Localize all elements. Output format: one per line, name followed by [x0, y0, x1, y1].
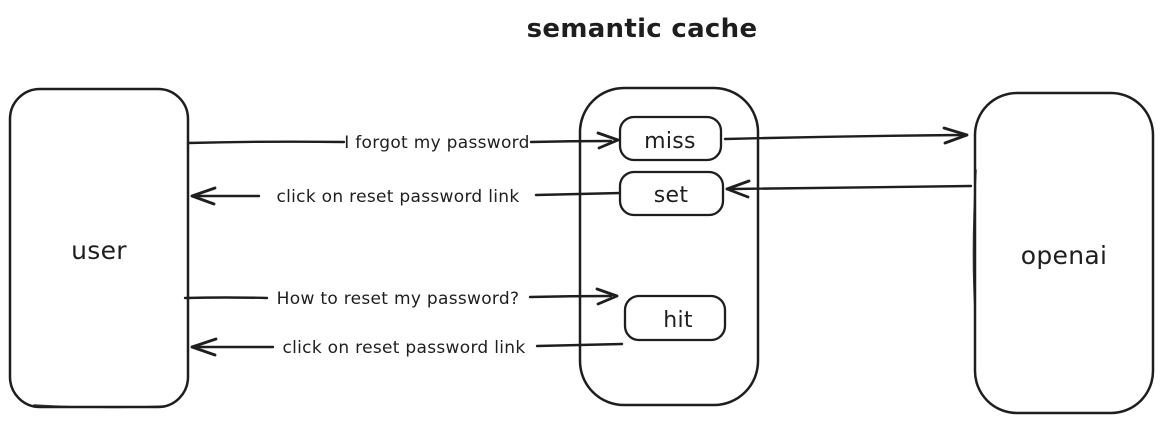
arrow-hit-to-user-line-right [535, 342, 624, 348]
openai-node-sketch-stroke [972, 169, 977, 311]
openai-node-label: openai [1021, 241, 1107, 270]
arrow-user-to-miss-arrowhead [596, 131, 620, 150]
miss-slot-label: miss [644, 129, 696, 154]
hit-slot-box [623, 294, 727, 342]
arrow-user-to-hit-line-left [183, 296, 269, 300]
openai-node: openai [972, 91, 1155, 415]
openai-node-box [973, 91, 1155, 415]
miss-slot-box [618, 115, 723, 162]
set-slot: set [618, 170, 725, 217]
arrow-miss-to-openai-line [723, 133, 964, 141]
arrow-user-to-hit-line-right [528, 294, 613, 299]
hit-slot: hit [623, 294, 727, 342]
message-label-forgot-password: I forgot my password [344, 133, 530, 153]
arrow-openai-to-set-arrowhead [725, 179, 751, 199]
arrow-set-to-user-line-right [534, 191, 623, 197]
arrow-user-to-hit: How to reset my password? [183, 287, 619, 309]
message-label-reset-link-2: click on reset password link [282, 338, 525, 358]
diagram-title: semantic cache [527, 14, 758, 44]
set-slot-label: set [654, 183, 689, 208]
arrow-openai-to-set-line [730, 184, 973, 191]
message-label-reset-link-1: click on reset password link [276, 187, 519, 207]
arrow-openai-to-set [725, 179, 973, 199]
arrow-hit-to-user: click on reset password link [190, 337, 624, 358]
arrow-user-to-miss: I forgot my password [186, 131, 620, 153]
arrow-set-to-user-arrowhead [190, 186, 217, 206]
miss-slot: miss [618, 115, 723, 162]
arrow-user-to-hit-arrowhead [595, 287, 619, 306]
user-node-label: user [71, 236, 127, 265]
user-node: user [8, 87, 190, 409]
arrow-hit-to-user-arrowhead [190, 337, 218, 357]
arrow-miss-to-openai-arrowhead [942, 126, 969, 145]
arrow-set-to-user: click on reset password link [190, 186, 623, 207]
arrow-user-to-miss-line-right [529, 139, 613, 144]
arrow-miss-to-openai [723, 126, 969, 145]
set-slot-box [618, 170, 725, 217]
message-label-how-to-reset: How to reset my password? [277, 289, 520, 309]
user-node-sketch-stroke [33, 404, 166, 409]
hit-slot-label: hit [663, 308, 693, 333]
arrow-user-to-miss-line-left [186, 140, 346, 145]
